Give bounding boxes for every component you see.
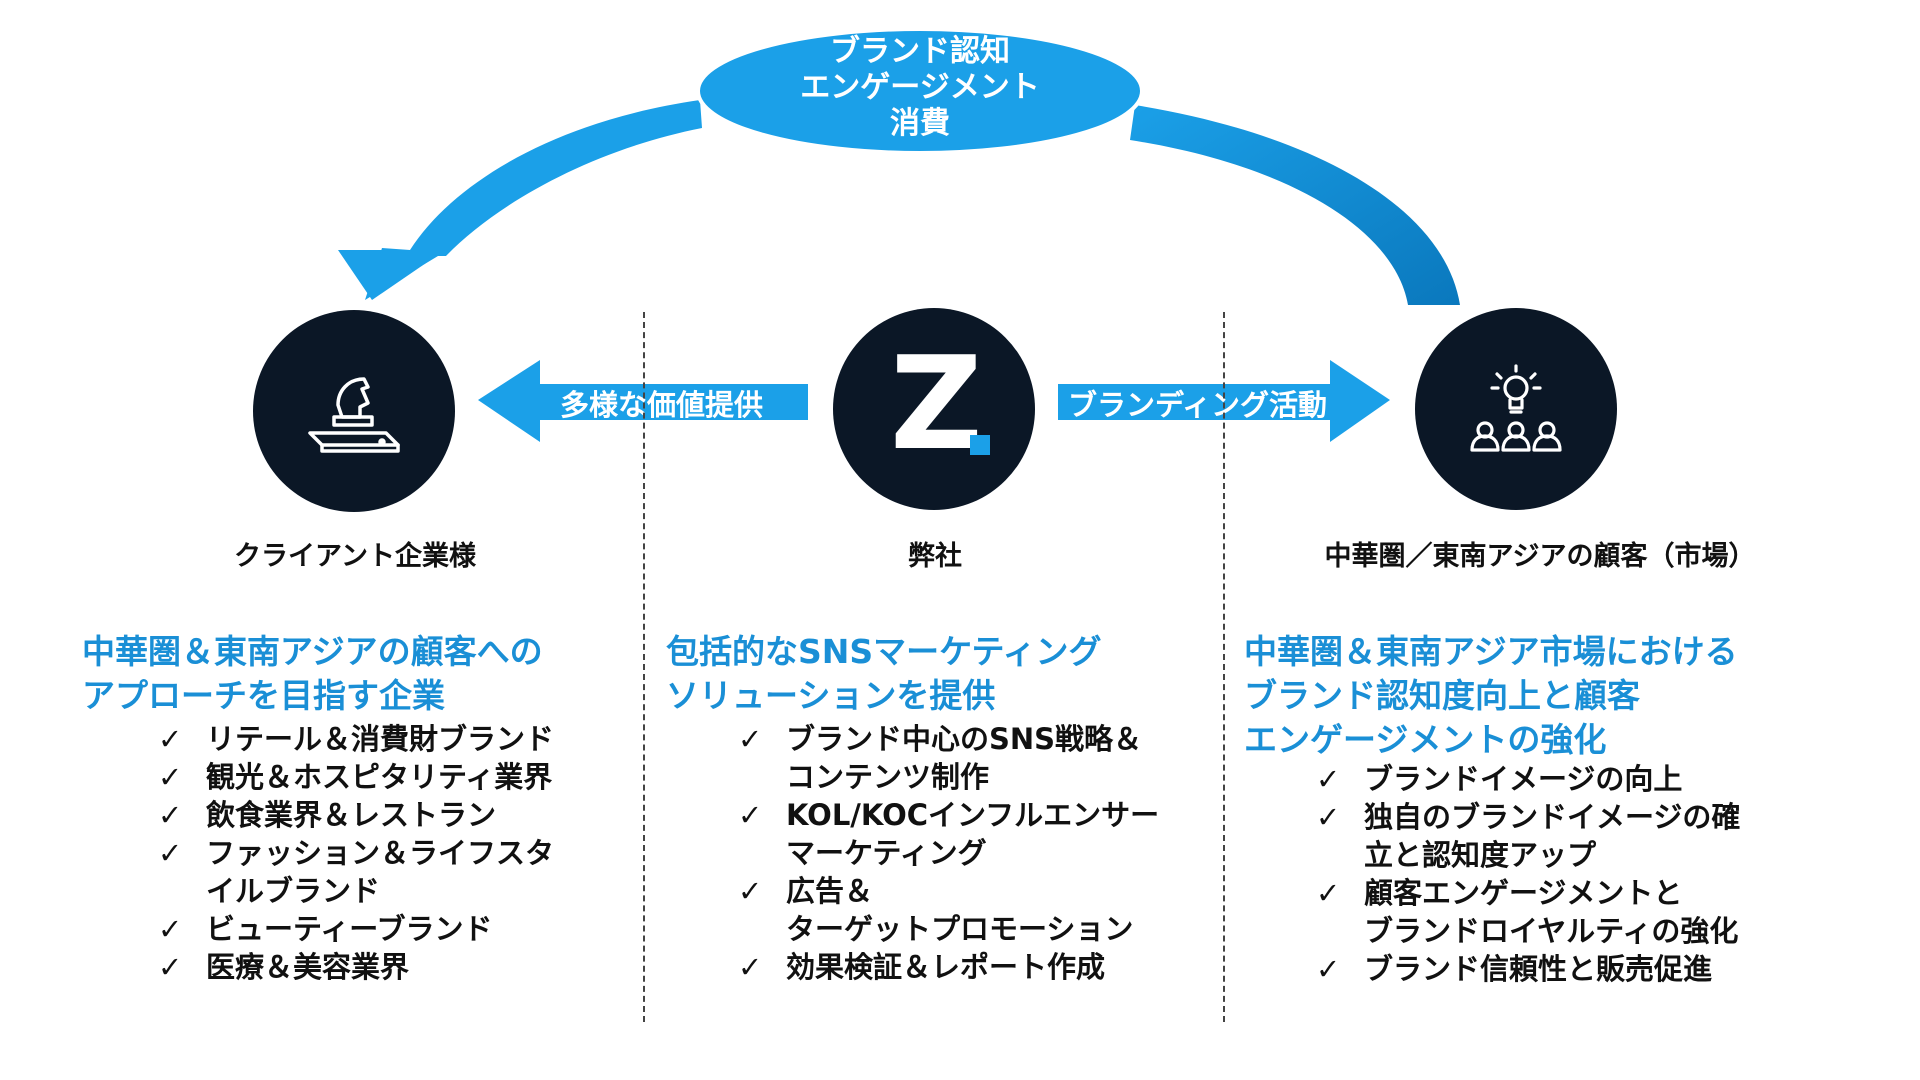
client-heading: 中華圏＆東南アジアの顧客への アプローチを目指す企業 [82, 630, 543, 718]
list-item: ✓広告＆ターゲットプロモーション [738, 874, 1134, 946]
heading-line: アプローチを目指す企業 [82, 676, 445, 715]
list-item: ✓ブランド信頼性と販売促進 [1316, 952, 1713, 986]
check-icon: ✓ [1316, 762, 1341, 796]
market-circle [1415, 308, 1617, 510]
arrow-right-label: ブランディング活動 [1068, 388, 1327, 422]
client-list: ✓リテール＆消費財ブランド ✓観光＆ホスピタリティ業界 ✓飲食業界＆レストラン … [158, 720, 554, 986]
check-icon: ✓ [1316, 876, 1341, 910]
check-icon: ✓ [1316, 800, 1341, 834]
cycle-label: ブランド認知 エンゲージメント 消費 [700, 34, 1140, 142]
cycle-arc-right [1130, 105, 1460, 305]
list-item: ✓ブランド中心のSNS戦略＆コンテンツ制作 [738, 722, 1143, 794]
check-icon: ✓ [738, 722, 763, 756]
check-icon: ✓ [158, 722, 183, 756]
list-item: ✓ビューティーブランド [158, 912, 493, 946]
check-icon: ✓ [1316, 952, 1341, 986]
chess-knight-icon [308, 377, 400, 453]
market-list: ✓ブランドイメージの向上 ✓独自のブランドイメージの確立と認知度アップ ✓顧客エ… [1316, 760, 1740, 988]
heading-line: 包括的なSNSマーケティング [666, 632, 1102, 671]
list-item: ✓観光＆ホスピタリティ業界 [158, 760, 553, 794]
heading-line: ソリューションを提供 [666, 676, 996, 715]
logo-letter: Z [890, 330, 983, 479]
list-item: ✓ブランドイメージの向上 [1316, 762, 1683, 796]
check-icon: ✓ [158, 836, 183, 870]
heading-line: 中華圏＆東南アジアの顧客への [82, 632, 543, 671]
check-icon: ✓ [158, 912, 183, 946]
check-icon: ✓ [738, 950, 763, 984]
top-ellipse [696, 27, 1144, 155]
lightbulb-audience-icon [1470, 364, 1562, 452]
client-title: クライアント企業様 [234, 541, 476, 572]
cycle-arc-left [365, 100, 702, 300]
column-divider [1223, 312, 1225, 1022]
company-title: 弊社 [908, 541, 962, 572]
list-item: ✓飲食業界＆レストラン [158, 798, 497, 832]
list-item: ✓KOL/KOCインフルエンサーマーケティング [738, 798, 1160, 870]
cycle-arrowhead-left [338, 250, 445, 300]
market-title: 中華圏／東南アジアの顧客（市場） [1324, 541, 1756, 572]
cycle-label-line: エンゲージメント [800, 70, 1040, 105]
cycle-label-line: ブランド認知 [830, 34, 1010, 69]
heading-line: エンゲージメントの強化 [1244, 720, 1607, 759]
list-item: ✓リテール＆消費財ブランド [158, 722, 555, 756]
market-heading: 中華圏＆東南アジア市場における ブランド認知度向上と顧客 エンゲージメントの強化 [1244, 630, 1738, 762]
list-item: ✓効果検証＆レポート作成 [738, 950, 1106, 984]
check-icon: ✓ [738, 798, 763, 832]
check-icon: ✓ [158, 760, 183, 794]
logo-dot [970, 435, 990, 455]
company-logo: Z [874, 341, 994, 469]
list-item: ✓ファッション＆ライフスタイルブランド [158, 836, 555, 908]
check-icon: ✓ [158, 950, 183, 984]
list-item: ✓医療＆美容業界 [158, 950, 410, 984]
arrow-left-label: 多様な価値提供 [560, 388, 764, 422]
list-item: ✓独自のブランドイメージの確立と認知度アップ [1316, 800, 1741, 872]
company-heading: 包括的なSNSマーケティング ソリューションを提供 [666, 630, 1102, 718]
heading-line: 中華圏＆東南アジア市場における [1244, 632, 1738, 671]
cycle-label-line: 消費 [890, 106, 950, 141]
check-icon: ✓ [158, 798, 183, 832]
check-icon: ✓ [738, 874, 763, 908]
list-item: ✓顧客エンゲージメントとブランドロイヤルティの強化 [1316, 876, 1739, 948]
company-circle: Z [833, 308, 1035, 510]
client-circle [253, 310, 455, 512]
heading-line: ブランド認知度向上と顧客 [1244, 676, 1640, 715]
column-divider [643, 312, 645, 1022]
company-list: ✓ブランド中心のSNS戦略＆コンテンツ制作 ✓KOL/KOCインフルエンサーマー… [738, 720, 1159, 986]
